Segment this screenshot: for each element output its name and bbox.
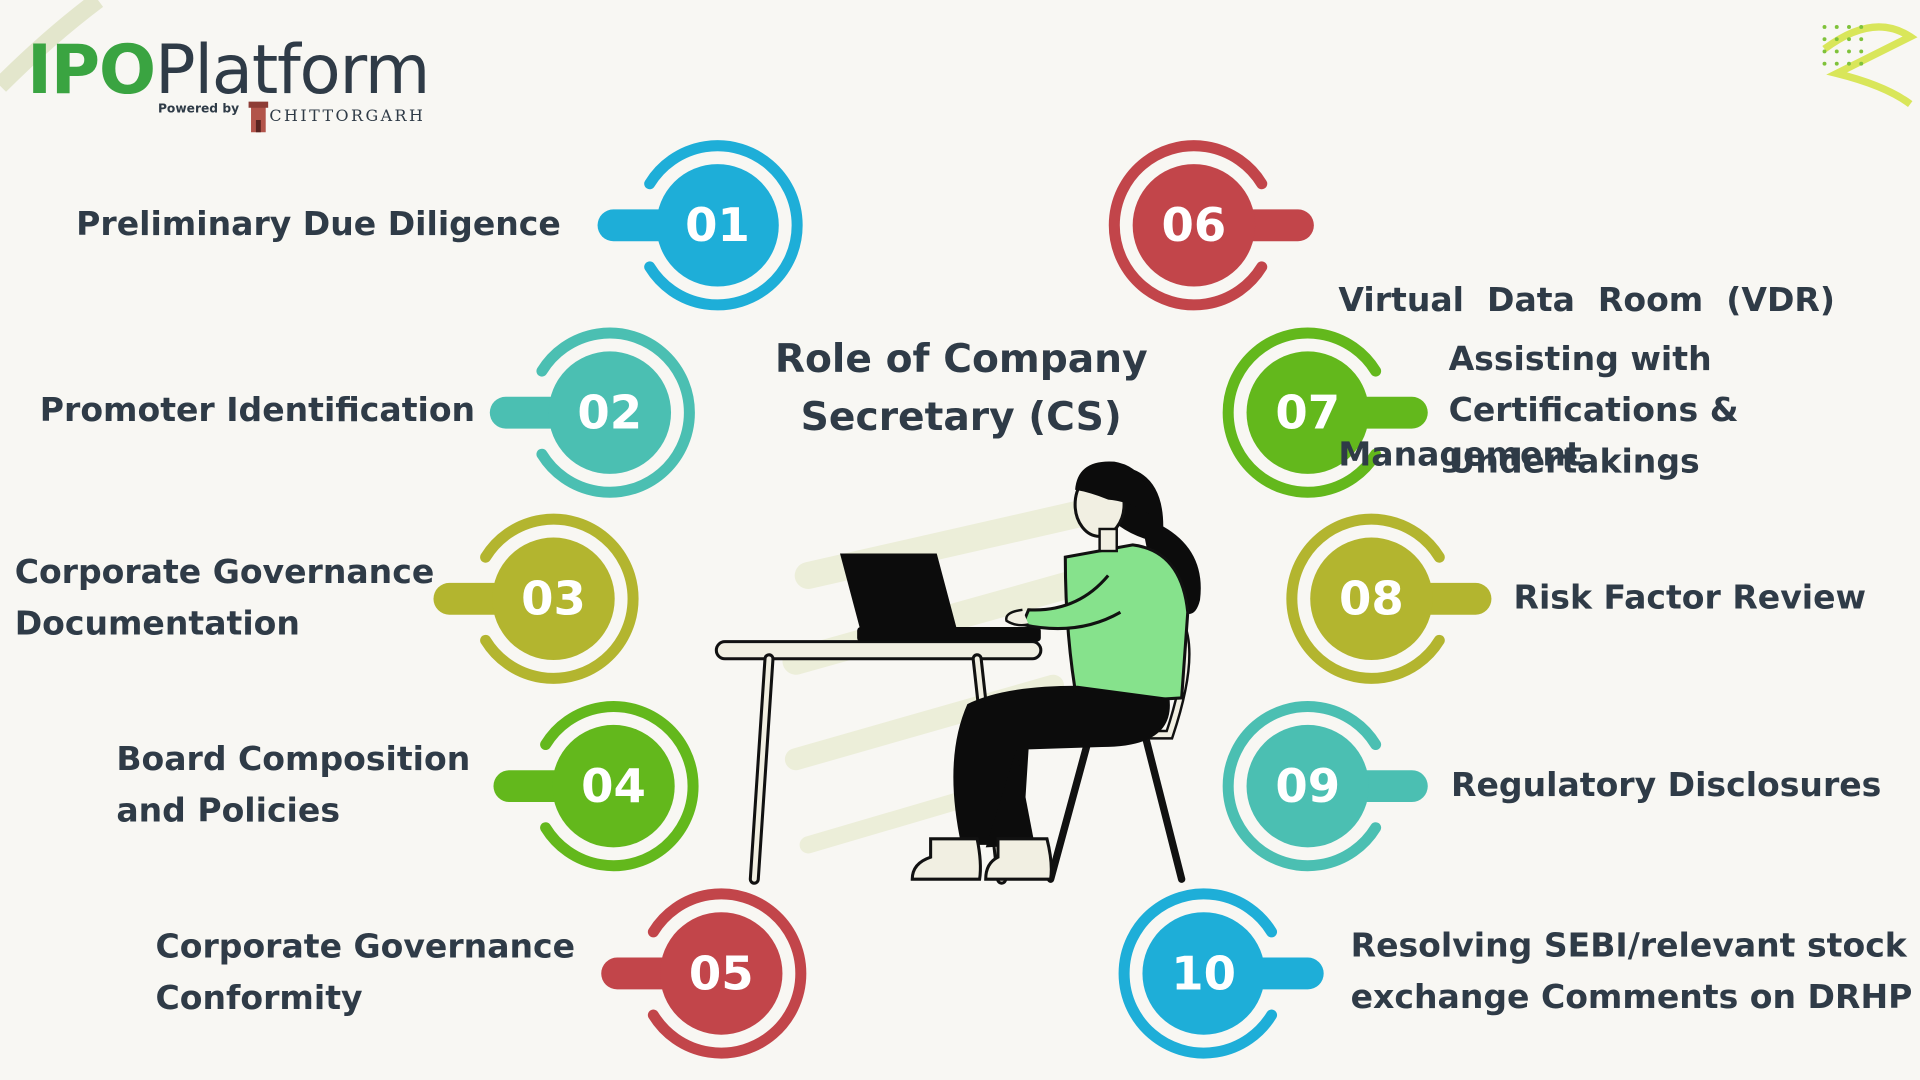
badge-ring-09 bbox=[1222, 701, 1382, 872]
ipo-platform-logo: IPOPlatform Powered by CHITTORGARH bbox=[26, 30, 430, 133]
badge-disc-09 bbox=[1246, 724, 1369, 848]
step-10-label: Resolving SEBI/relevant stock exchange C… bbox=[1350, 926, 1913, 1017]
logo-powered-by: Powered by bbox=[157, 102, 240, 117]
corner-scribble-right-icon bbox=[1822, 23, 1918, 108]
badge-number-02: 02 bbox=[577, 385, 643, 440]
badge-disc-01 bbox=[656, 164, 779, 287]
fort-tower-icon bbox=[248, 101, 269, 133]
badge-disc-07 bbox=[1246, 351, 1369, 474]
step-06-label: Virtual Data Room (VDR) Management bbox=[1338, 281, 1835, 474]
dot-grid-icon bbox=[1822, 24, 1864, 66]
badge-10 bbox=[1118, 888, 1324, 1059]
laptop-icon bbox=[840, 553, 1041, 642]
badge-ring-06 bbox=[1108, 140, 1268, 311]
logo-brand-text: CHITTORGARH bbox=[269, 107, 426, 127]
badge-disc-02 bbox=[548, 351, 672, 474]
badge-number-01: 01 bbox=[685, 198, 750, 253]
step-03-label: Corporate Governance Documentation bbox=[14, 553, 435, 643]
badge-05 bbox=[601, 888, 807, 1059]
badge-02 bbox=[489, 327, 695, 498]
badge-04 bbox=[493, 701, 699, 872]
logo-ipo-text: IPO bbox=[26, 30, 156, 109]
badge-ring-01 bbox=[644, 140, 803, 311]
badge-disc-03 bbox=[492, 537, 615, 661]
step-05-label: Corporate Governance Conformity bbox=[155, 928, 576, 1018]
badge-09 bbox=[1222, 701, 1428, 872]
badge-number-03: 03 bbox=[521, 571, 586, 626]
badge-disc-08 bbox=[1310, 537, 1433, 661]
step-07-label: Assisting with Certifications & Undertak… bbox=[1448, 340, 1739, 482]
step-08-label: Risk Factor Review bbox=[1513, 579, 1867, 618]
title-line-1: Role of Company bbox=[774, 335, 1148, 383]
badge-number-06: 06 bbox=[1161, 198, 1227, 253]
badge-number-09: 09 bbox=[1275, 759, 1341, 814]
badge-ring-07 bbox=[1222, 327, 1382, 498]
badge-07 bbox=[1222, 327, 1428, 498]
badge-ring-10 bbox=[1118, 888, 1278, 1059]
badge-01 bbox=[597, 140, 803, 311]
badge-ring-04 bbox=[540, 701, 699, 872]
badge-ring-08 bbox=[1286, 513, 1445, 684]
badge-ring-03 bbox=[480, 513, 639, 684]
badge-number-04: 04 bbox=[581, 759, 646, 814]
badge-disc-10 bbox=[1142, 912, 1265, 1035]
title-line-2: Secretary (CS) bbox=[800, 393, 1122, 440]
badge-08 bbox=[1286, 513, 1492, 684]
badge-03 bbox=[433, 513, 639, 684]
diagram-title: Role of Company Secretary (CS) bbox=[735, 331, 1188, 446]
badge-disc-04 bbox=[552, 724, 675, 848]
step-04-label: Board Composition and Policies bbox=[116, 740, 471, 831]
badge-number-10: 10 bbox=[1171, 946, 1237, 1001]
badge-disc-06 bbox=[1132, 164, 1256, 287]
badge-ring-02 bbox=[536, 327, 695, 498]
badge-06 bbox=[1108, 140, 1314, 311]
badge-number-05: 05 bbox=[688, 946, 754, 1001]
badge-disc-05 bbox=[660, 912, 783, 1035]
logo-platform-text: Platform bbox=[154, 30, 430, 109]
badge-number-07: 07 bbox=[1275, 385, 1341, 440]
step-02-label: Promoter Identification bbox=[39, 391, 476, 430]
step-01-label: Preliminary Due Diligence bbox=[76, 205, 561, 244]
corner-stroke-left-icon bbox=[0, 0, 104, 92]
badge-ring-05 bbox=[647, 888, 807, 1059]
badge-number-08: 08 bbox=[1339, 571, 1404, 626]
step-09-label: Regulatory Disclosures bbox=[1451, 766, 1882, 805]
